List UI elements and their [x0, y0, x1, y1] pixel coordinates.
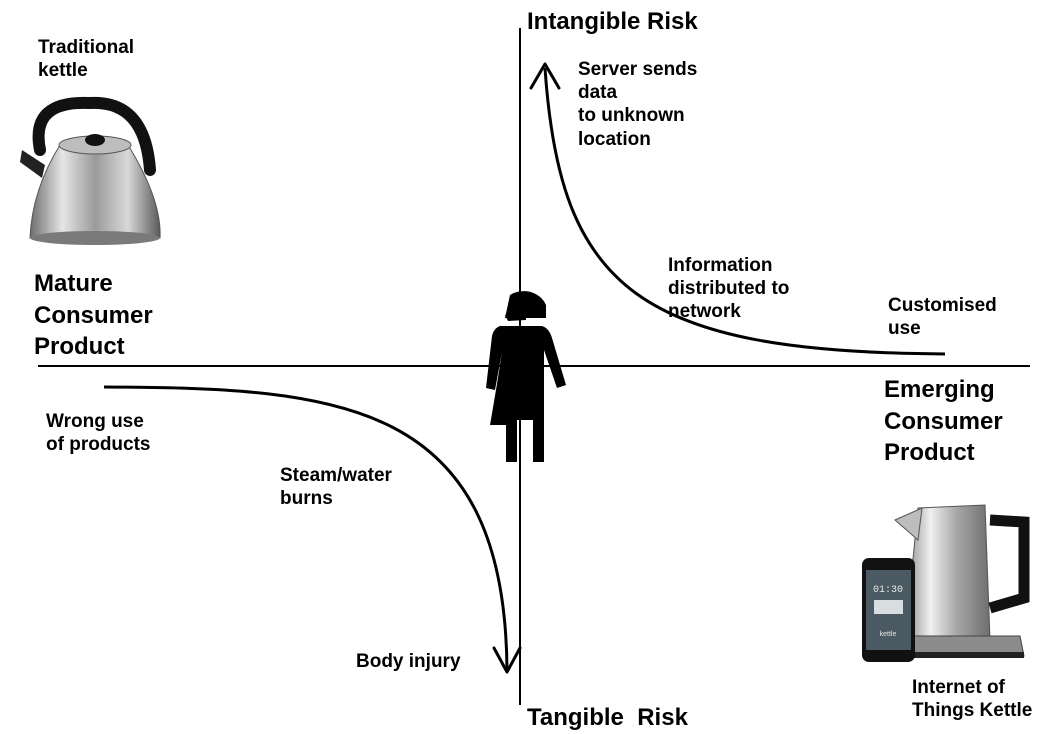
- intangible-risk-curve: [543, 67, 946, 356]
- risk-information-distributed: Information distributed to network: [668, 255, 790, 323]
- phone-app-brand: kettle: [880, 631, 897, 638]
- risk-steam-burns: Steam/water burns: [280, 465, 392, 510]
- axis-label-bottom: Tangible Risk: [527, 704, 688, 731]
- person-icon: [486, 291, 566, 462]
- traditional-kettle-image: [10, 93, 170, 253]
- risk-body-injury: Body injury: [356, 651, 461, 672]
- up-arrowhead-icon: [529, 62, 561, 90]
- axis-label-right: Emerging Consumer Product: [884, 376, 1003, 467]
- phone-time-display: 01:30: [873, 585, 903, 596]
- axis-label-top: Intangible Risk: [527, 8, 698, 35]
- iot-kettle-caption: Internet of Things Kettle: [912, 677, 1033, 722]
- risk-wrong-use: Wrong use of products: [46, 411, 151, 456]
- tangible-risk-curve: [103, 385, 509, 671]
- axis-label-left: Mature Consumer Product: [34, 270, 153, 361]
- smart-kettle-with-phone-image: 01:30 kettle: [862, 504, 1030, 662]
- risk-server-sends-data: Server sends data to unknown location: [578, 59, 698, 150]
- down-arrowhead-icon: [492, 646, 522, 674]
- risk-customised-use: Customised use: [888, 295, 997, 340]
- traditional-kettle-caption: Traditional kettle: [38, 37, 135, 82]
